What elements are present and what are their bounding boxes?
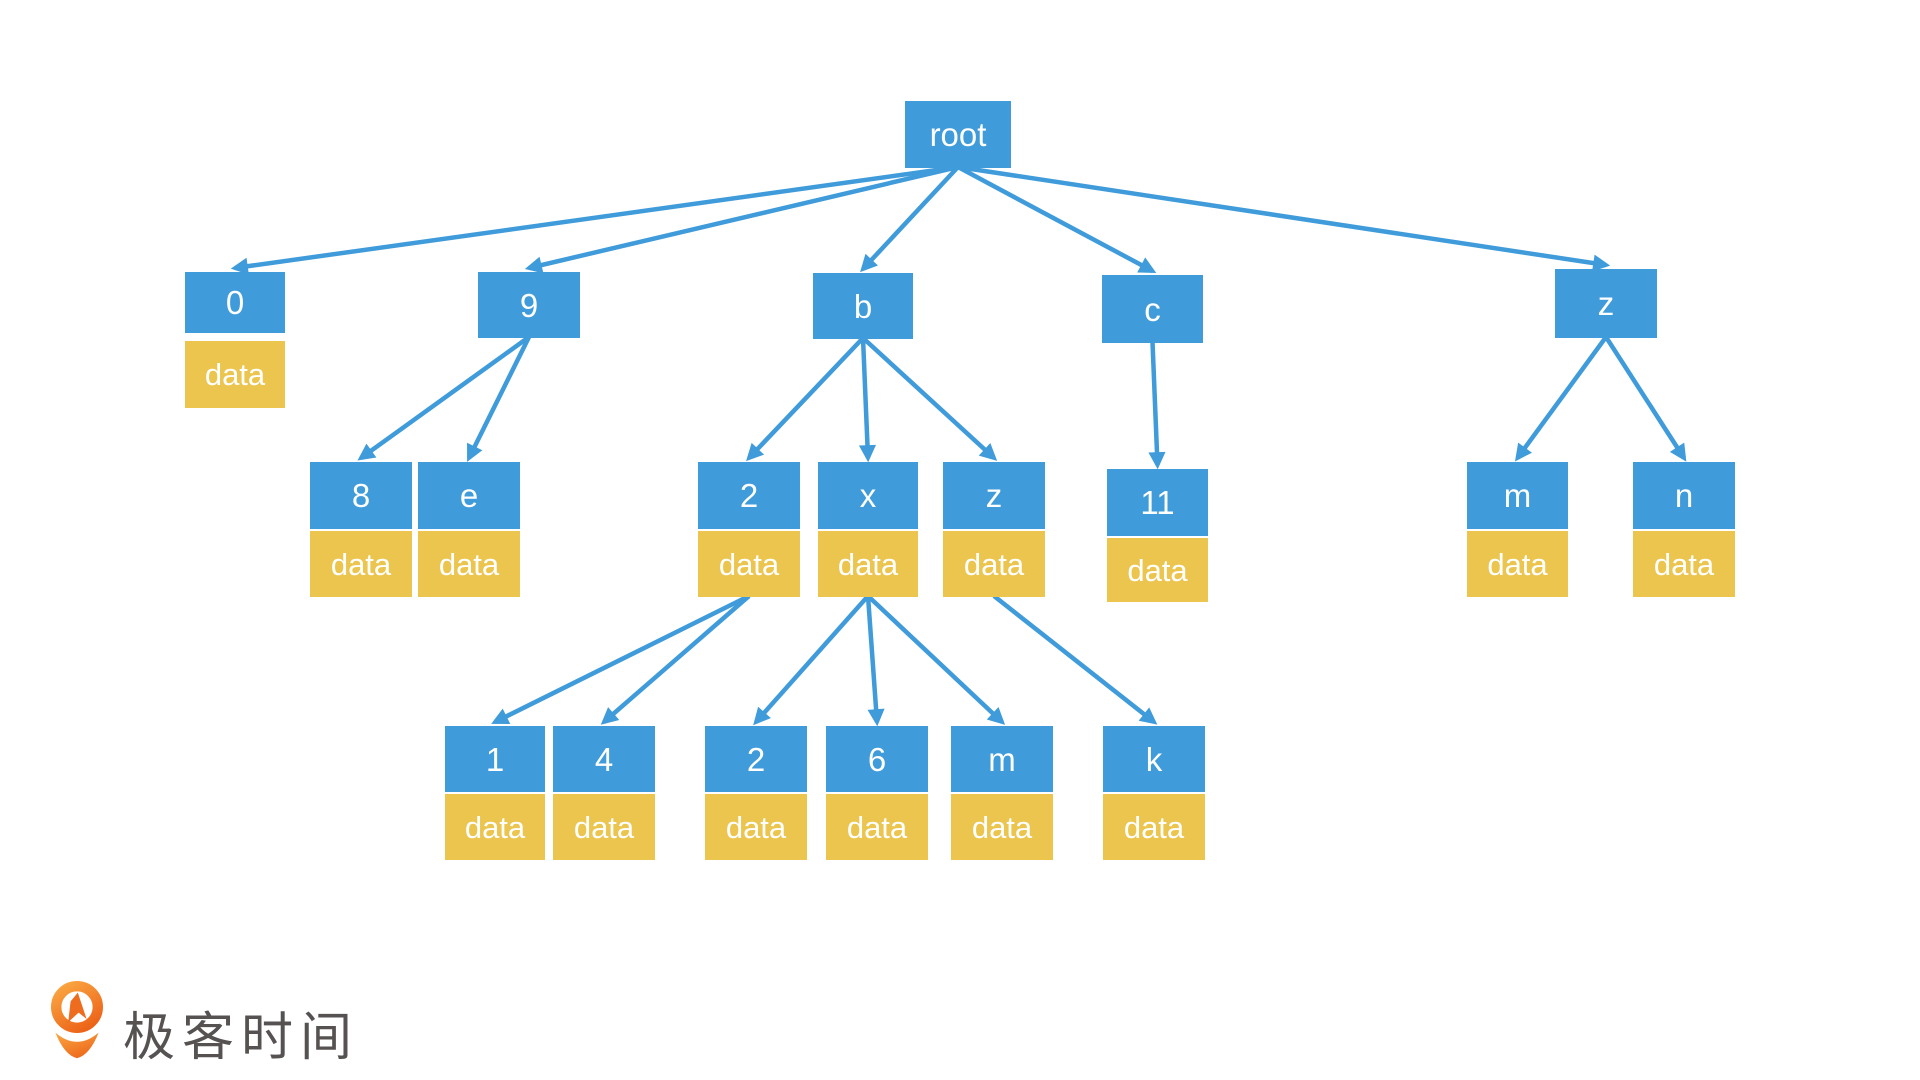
tree-node-4-n4: 4 <box>553 726 655 792</box>
tree-node-8-n8: 8 <box>310 462 412 529</box>
tree-node-m-nm2: m <box>951 726 1053 792</box>
tree-node-z-nz: z <box>1555 269 1657 338</box>
data-box-n8: data <box>310 531 412 597</box>
tree-node-m-nm: m <box>1467 462 1568 529</box>
tree-node-root-root: root <box>905 101 1011 168</box>
data-box-nm2: data <box>951 794 1053 860</box>
data-box-nn: data <box>1633 531 1735 597</box>
geektime-logo-text: 极客时间 <box>123 1009 360 1067</box>
data-box-n2: data <box>698 531 800 597</box>
tree-node-2-n2: 2 <box>698 462 800 529</box>
data-box-nk: data <box>1103 794 1205 860</box>
tree-node-k-nk: k <box>1103 726 1205 792</box>
data-box-n1: data <box>445 794 545 860</box>
tree-node-c-nc: c <box>1102 275 1203 343</box>
tree-node-n-nn: n <box>1633 462 1735 529</box>
data-box-nx: data <box>818 531 918 597</box>
tree-node-z-nz2: z <box>943 462 1045 529</box>
data-box-n6: data <box>826 794 928 860</box>
tree-node-b-nb: b <box>813 273 913 339</box>
geektime-logo: 极客时间 <box>45 971 359 1070</box>
tree-node-x-nx: x <box>818 462 918 529</box>
tree-node-9-n9: 9 <box>478 272 580 338</box>
tree-node-6-n6: 6 <box>826 726 928 792</box>
data-box-n4: data <box>553 794 655 860</box>
data-box-n2b: data <box>705 794 807 860</box>
tree-node-11-n11: 11 <box>1107 469 1208 536</box>
geektime-logo-icon <box>51 980 103 1058</box>
data-box-nz2: data <box>943 531 1045 597</box>
geektime-pin-shape <box>51 980 103 1058</box>
data-box-n11: data <box>1107 538 1208 602</box>
data-box-ne: data <box>418 531 520 597</box>
tree-node-e-ne: e <box>418 462 520 529</box>
tree-node-1-n1: 1 <box>445 726 545 792</box>
data-box-nm: data <box>1467 531 1568 597</box>
data-box-n0: data <box>185 341 285 408</box>
tree-node-2-n2b: 2 <box>705 726 807 792</box>
tree-node-0-n0: 0 <box>185 272 285 333</box>
